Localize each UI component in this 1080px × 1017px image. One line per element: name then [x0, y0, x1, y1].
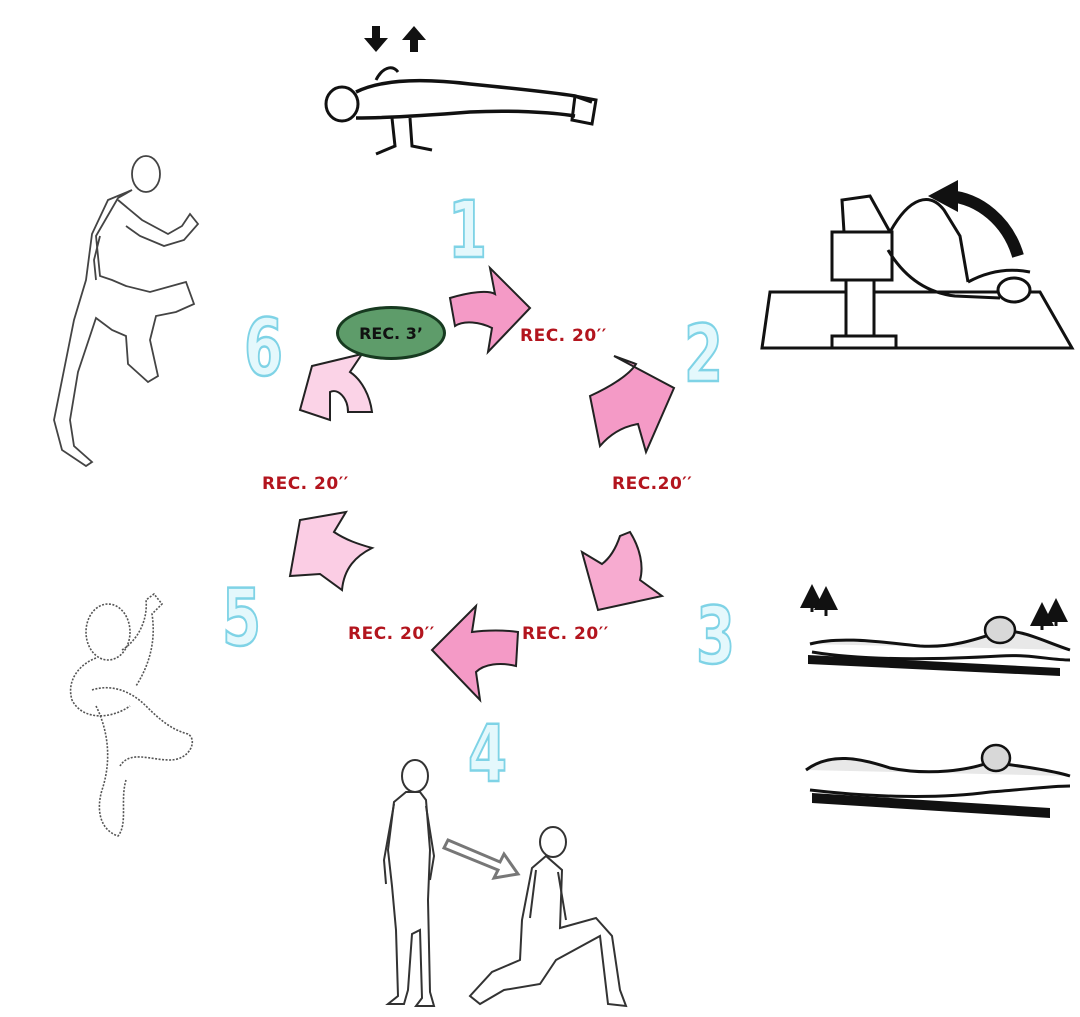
- arrow-6-to-center-icon: [300, 354, 372, 420]
- station-number-4: 4: [468, 716, 507, 794]
- up-arrow-icon: [402, 26, 426, 52]
- down-arrow-icon: [364, 26, 388, 52]
- arrow-4-to-5-icon: [432, 606, 518, 700]
- station-number-3: 3: [696, 598, 735, 676]
- recovery-3-min-badge: REC. 3’: [336, 306, 446, 360]
- rest-label-after-1: REC. 20′′: [520, 326, 607, 346]
- high-knees-run-icon: [54, 156, 198, 466]
- rest-label-after-5: REC. 20′′: [262, 474, 349, 494]
- station-number-1: 1: [448, 192, 487, 270]
- arrow-3-to-4-icon: [582, 532, 662, 610]
- sit-up-icon: [762, 180, 1072, 348]
- rest-label-after-4: REC. 20′′: [348, 624, 435, 644]
- arrow-5-to-6-icon: [290, 512, 372, 590]
- station-number-2: 2: [684, 316, 723, 394]
- recovery-3-min-label: REC. 3’: [359, 324, 423, 343]
- station-number-5: 5: [222, 580, 261, 658]
- push-up-icon: [326, 26, 596, 154]
- arrow-2-to-3-icon: [590, 356, 674, 452]
- rest-label-after-2: REC.20′′: [612, 474, 692, 494]
- arrow-1-to-2-icon: [450, 268, 530, 352]
- rest-label-after-3: REC. 20′′: [522, 624, 609, 644]
- station-number-6: 6: [244, 310, 283, 388]
- prone-back-extension-icon: [806, 596, 1070, 818]
- tuck-jump-icon: [71, 594, 193, 836]
